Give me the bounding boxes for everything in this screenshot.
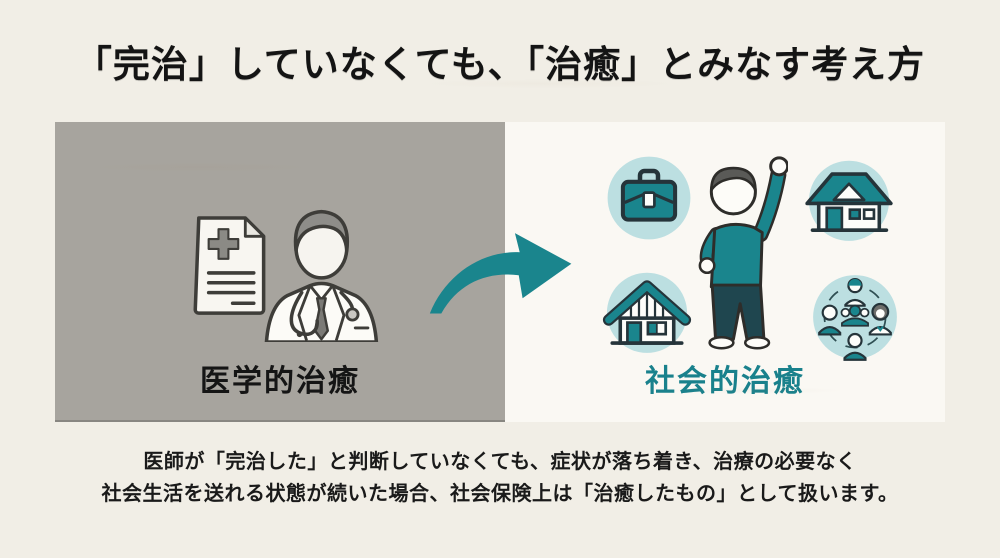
- medical-cure-label: 医学的治癒: [200, 365, 360, 398]
- community-icon: [813, 275, 897, 361]
- caption-line-1: 医師が「完治した」と判断していなくても、症状が落ち着き、治療の必要なく: [143, 451, 857, 473]
- house-icon: [805, 160, 893, 241]
- doctor-illustration: [193, 209, 379, 342]
- cottage-icon: [602, 272, 692, 353]
- doctor-icon: [264, 209, 379, 342]
- caption: 医師が「完治した」と判断していなくても、症状が落ち着き、治療の必要なく 社会生活…: [0, 446, 1000, 511]
- social-cure-panel: 社会的治癒: [505, 122, 945, 422]
- medical-cross-icon: [207, 228, 240, 260]
- medical-cure-panel: 医学的治癒: [55, 122, 505, 422]
- page-title: 「完治」していなくても、「治癒」とみなす考え方: [74, 44, 926, 85]
- person-raising-fist-icon: [698, 156, 788, 350]
- caption-line-2: 社会生活を送れる状態が続いた場合、社会保険上は「治癒したもの」として扱います。: [101, 483, 899, 506]
- medical-report-icon: [193, 216, 266, 315]
- curved-arrow-right-icon: [429, 233, 572, 314]
- stethoscope-icon: [289, 290, 360, 338]
- necktie-icon: [313, 297, 329, 341]
- social-cure-label: 社会的治癒: [645, 365, 805, 398]
- briefcase-icon: [607, 156, 691, 240]
- comparison-panels: 医学的治癒: [55, 122, 945, 422]
